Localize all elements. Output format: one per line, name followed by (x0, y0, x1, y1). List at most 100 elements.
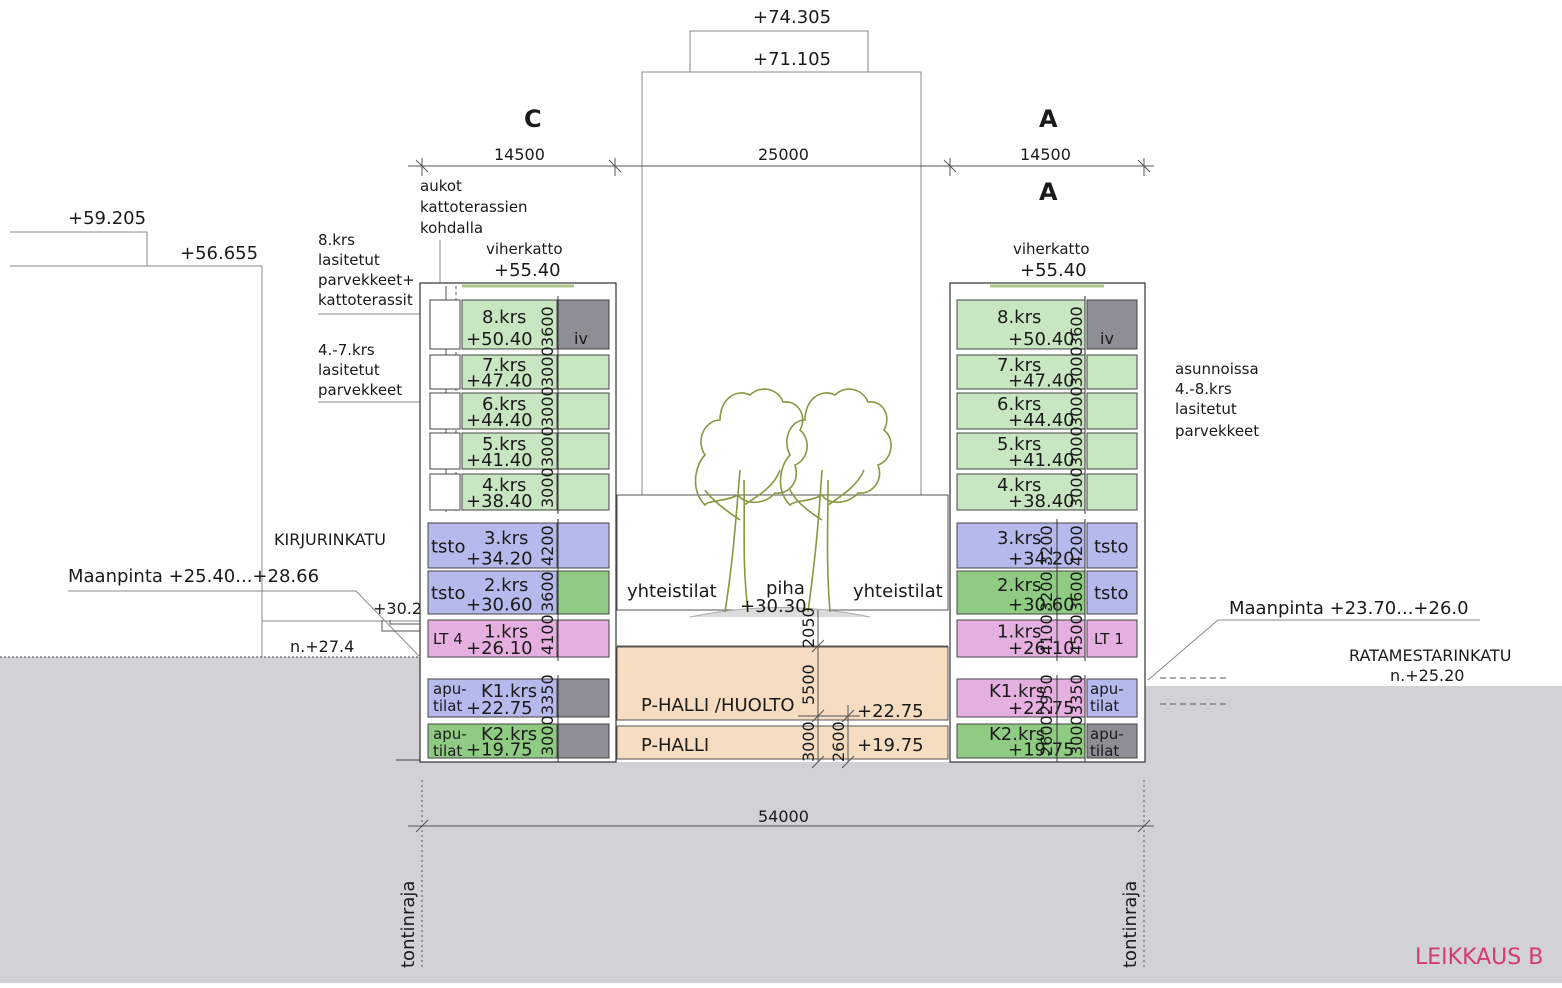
phalli-lower-level: +19.75 (857, 735, 924, 756)
floor-dim: 4200 (1067, 525, 1086, 566)
floor-name: K2.krs (989, 724, 1045, 745)
courtyard (616, 494, 949, 760)
floor-name: 3.krs (484, 528, 528, 549)
right-floor-side-4 (1086, 432, 1138, 470)
left-floor-side-3 (556, 392, 610, 430)
left-neighbour-outline (0, 231, 420, 658)
floor-name: 2.krs (997, 575, 1041, 596)
right-floor-side-5 (1086, 473, 1138, 511)
left-balcony-2 (429, 354, 461, 390)
floor-name: K2.krs (481, 724, 537, 745)
floor-name: 6.krs (997, 394, 1041, 415)
note-krs4-7-line-2: lasitetut (318, 361, 380, 379)
entry-left-marker (381, 620, 420, 632)
right-floor-main-7 (956, 570, 1086, 615)
note-krs8-line-1: 8.krs (318, 231, 355, 249)
floor-dim: 3600 (538, 306, 557, 347)
floor-side-label: tilat (433, 697, 462, 715)
floor-side-label: tilat (433, 742, 462, 760)
roof-label-right: viherkatto (1013, 240, 1090, 258)
dim-middle-width: 25000 (758, 145, 809, 164)
yhteistilat-space (616, 494, 949, 611)
floor-dim: 3600 (1067, 306, 1086, 347)
note-krs8: 8.krs lasitetut parvekkeet+ kattoterassi… (318, 231, 446, 315)
left-floor-side-1 (556, 299, 610, 350)
floor-dim: 3000 (538, 386, 557, 427)
entry-left-marker-2 (389, 620, 420, 625)
plot-boundary-right: tontinraja (1120, 881, 1141, 968)
floor-level: +41.40 (1008, 450, 1075, 471)
left-floor-side-9 (556, 678, 610, 718)
section-label-right-lower: A (1039, 178, 1058, 206)
floor-side-label: apu- (1090, 725, 1124, 743)
roof-label-left: viherkatto (486, 240, 563, 258)
floor-level: +19.75 (466, 739, 533, 760)
floor-dim: 3000 (1067, 715, 1086, 756)
left-balcony-1 (429, 299, 461, 350)
floor-dim-secondary: 3200 (1037, 525, 1056, 566)
ground-right-leader (1147, 619, 1480, 681)
note-krs8-line-4: kattoterassit (318, 291, 413, 309)
street-left-label: KIRJURINKATU (274, 530, 386, 549)
floor-level: +22.75 (1008, 698, 1075, 719)
floor-name: 1.krs (997, 621, 1041, 642)
floor-level: +47.40 (1008, 370, 1075, 391)
floor-level: +26.10 (466, 638, 533, 659)
parking-upper (616, 646, 949, 721)
floor-dim: 3000 (538, 346, 557, 387)
floor-level: +30.60 (466, 595, 533, 616)
right-floor-main-3 (956, 392, 1086, 430)
floor-side-label: tsto (431, 583, 466, 604)
right-floor-side-7 (1086, 570, 1138, 615)
floor-dim: 3000 (538, 715, 557, 756)
left-floor-side-5 (556, 473, 610, 511)
note-krs8-line-2: lasitetut (318, 251, 380, 269)
ground-mass (0, 657, 1562, 983)
dim-courtyard-2600: 2600 (829, 721, 848, 762)
floor-dim: 3000 (538, 426, 557, 467)
floor-dim: 3350 (1067, 674, 1086, 715)
left-balcony-4 (429, 432, 461, 470)
floor-name: K1.krs (989, 681, 1045, 702)
left-floor-side-7 (556, 570, 610, 615)
floor-dim: 3000 (538, 467, 557, 508)
yhteistilat-label-right: yhteistilat (853, 581, 943, 602)
floor-side-label: tilat (1090, 742, 1119, 760)
floor-level: +38.40 (466, 491, 533, 512)
ground-right-label: Maanpinta +23.70...+26.0 (1229, 598, 1469, 619)
floor-side-label: LT 1 (1094, 630, 1124, 648)
level-left-neighbour-2: +56.655 (180, 243, 258, 264)
floor-side-label: apu- (433, 680, 467, 698)
floor-name: 4.krs (997, 475, 1041, 496)
right-floor-main-4 (956, 432, 1086, 470)
right-floor-side-1 (1086, 299, 1138, 350)
tree-icon (694, 388, 892, 613)
floor-level: +26.10 (1008, 638, 1075, 659)
note-asunnoissa-line-2: 4.-8.krs (1175, 380, 1232, 398)
floor-dim-secondary: 4100 (1037, 614, 1056, 655)
floor-level: +41.40 (466, 450, 533, 471)
parking-lower (616, 725, 949, 760)
floor-level: +19.75 (1008, 739, 1075, 760)
note-aukot-line-2: kattoterassien (420, 198, 528, 216)
right-floor-main-10 (956, 723, 1086, 759)
floor-name: 8.krs (997, 307, 1041, 328)
floor-name: K1.krs (481, 681, 537, 702)
section-label-right: A (1039, 105, 1058, 133)
roof-level-left: +55.40 (494, 260, 561, 281)
right-floor-main-5 (956, 473, 1086, 511)
floor-name: 2.krs (484, 575, 528, 596)
phalli-label: P-HALLI (641, 735, 709, 756)
